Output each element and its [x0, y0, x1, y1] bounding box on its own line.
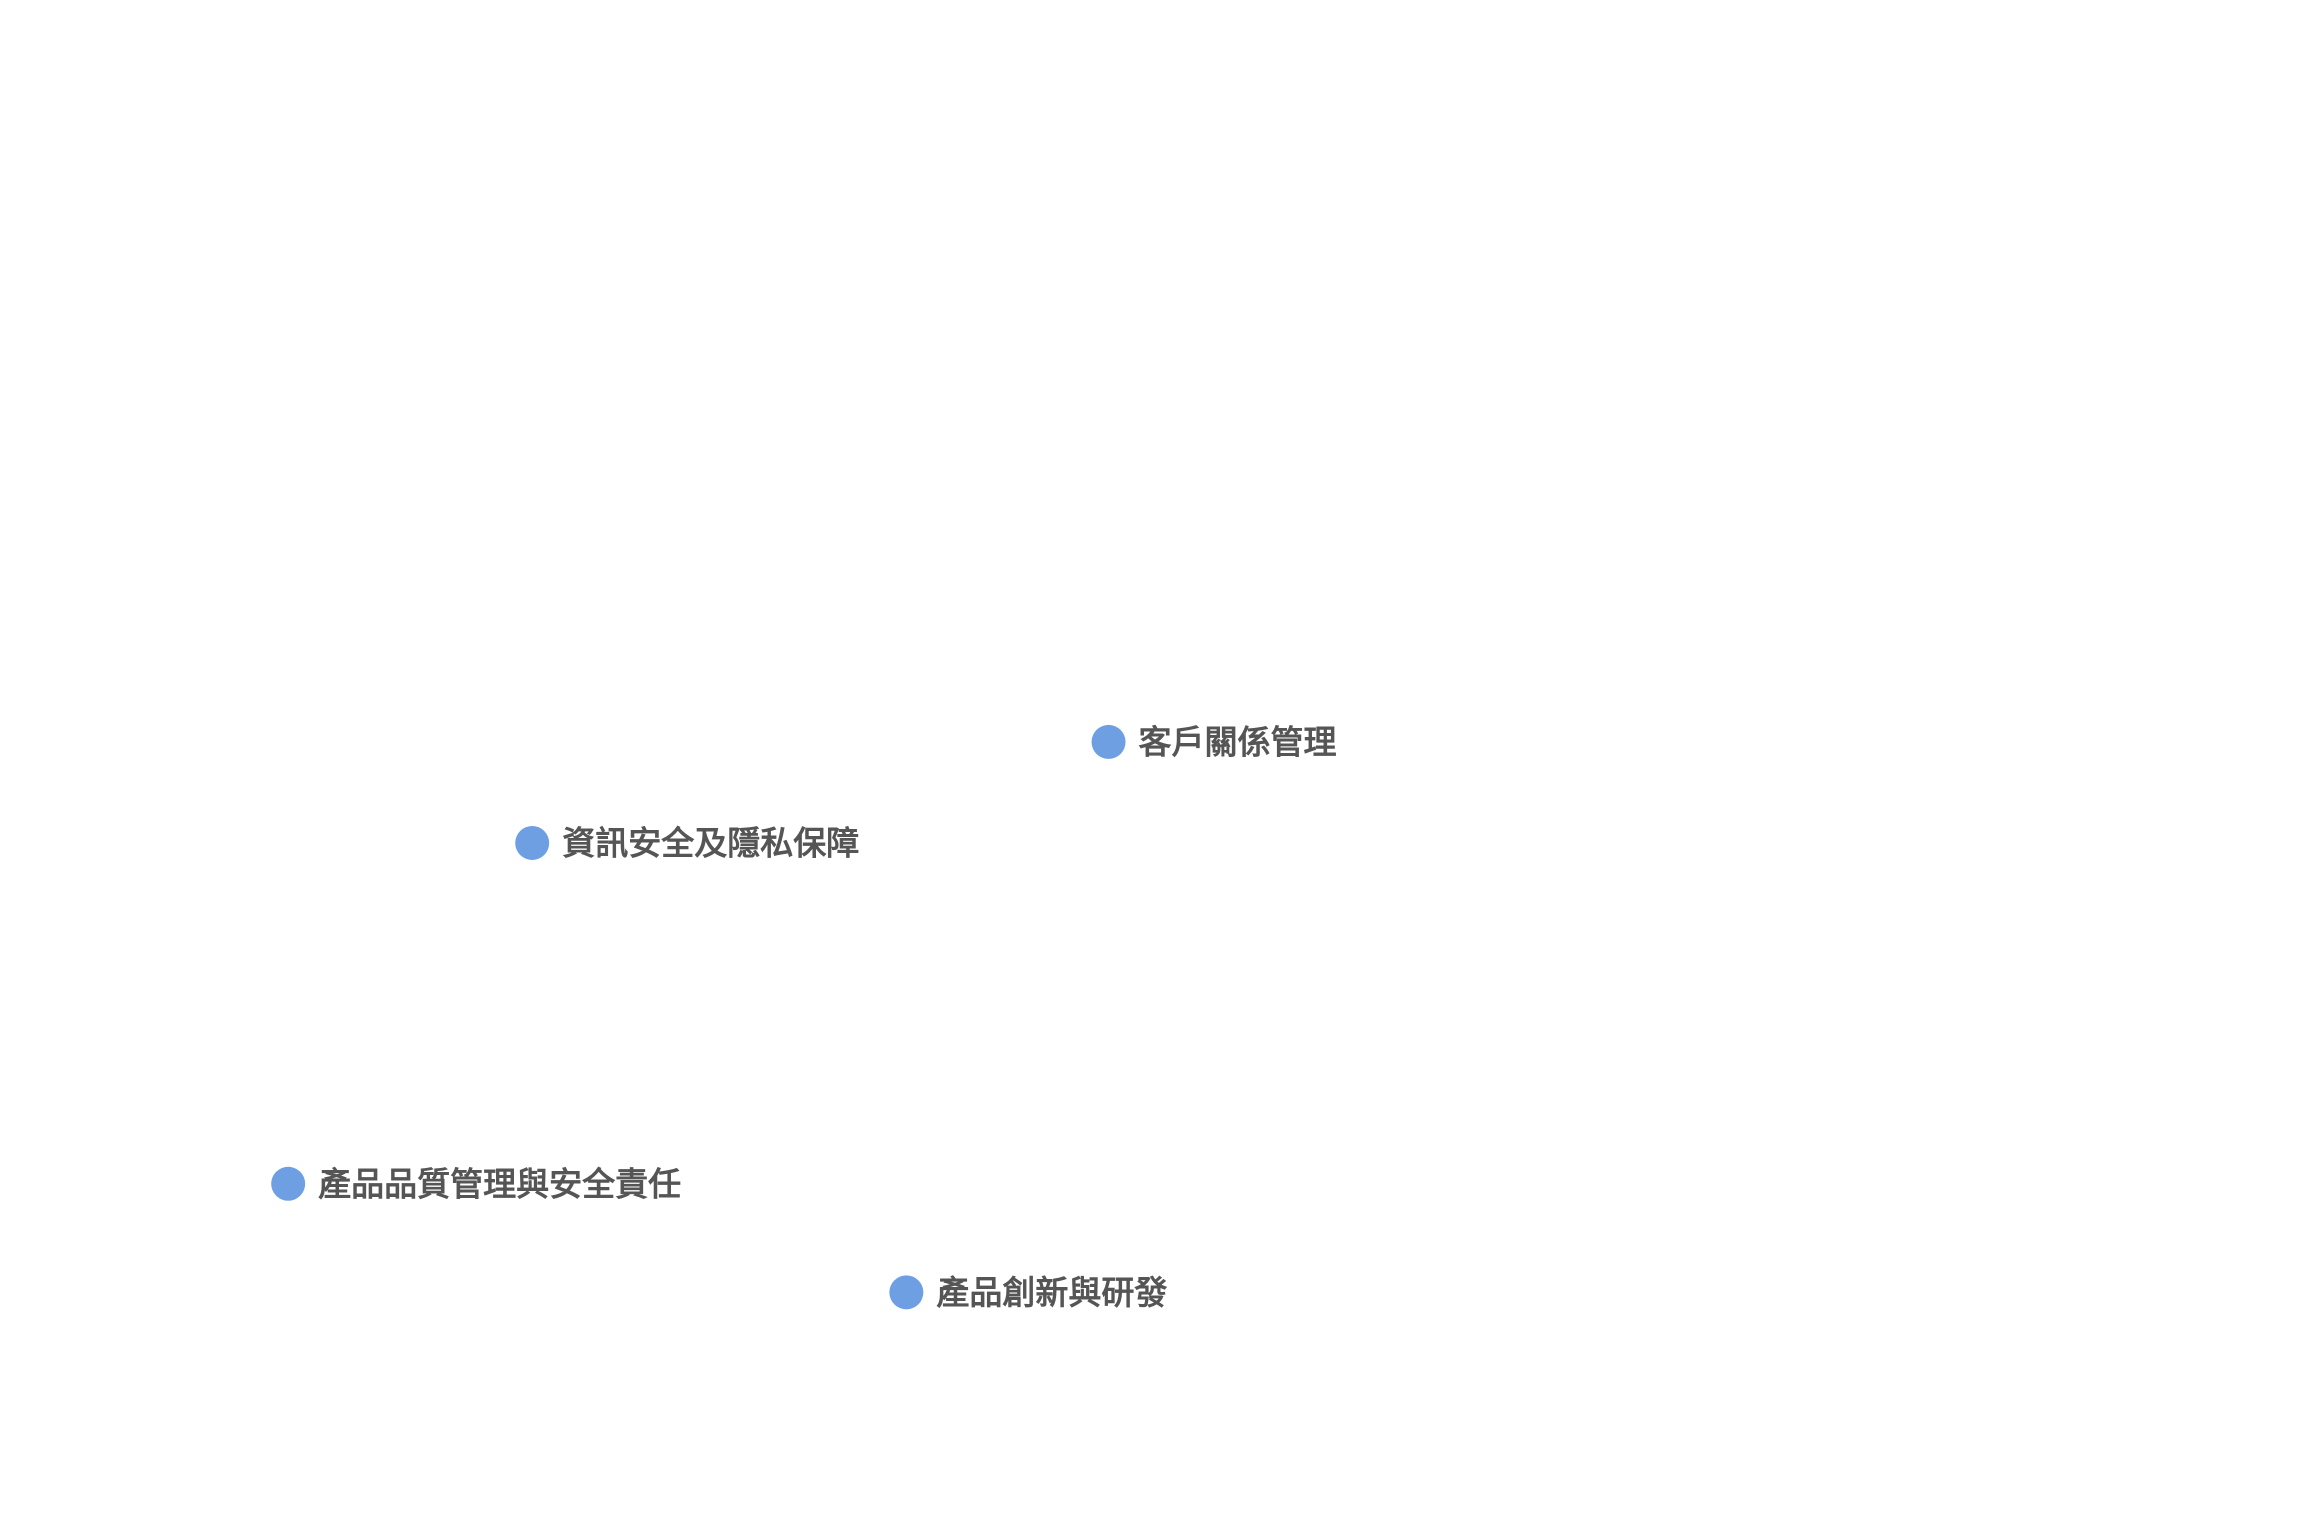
point-label: 產品創新與研發 [936, 1273, 1167, 1312]
point-label: 產品品質管理與安全責任 [318, 1164, 681, 1203]
point-label: 資訊安全及隱私保障 [562, 823, 859, 862]
scatter-point[interactable] [515, 825, 550, 860]
scatter-point-group: 資訊安全及隱私保障 [515, 823, 859, 862]
scatter-point-group: 產品創新與研發 [889, 1273, 1167, 1312]
scatter-point-group: 客戶關係管理 [1091, 722, 1337, 761]
scatter-point[interactable] [1091, 724, 1126, 759]
scatter-point-group: 產品品質管理與安全責任 [271, 1164, 681, 1203]
scatter-point[interactable] [889, 1275, 924, 1310]
scatter-point[interactable] [271, 1166, 306, 1201]
point-label: 客戶關係管理 [1139, 722, 1337, 761]
